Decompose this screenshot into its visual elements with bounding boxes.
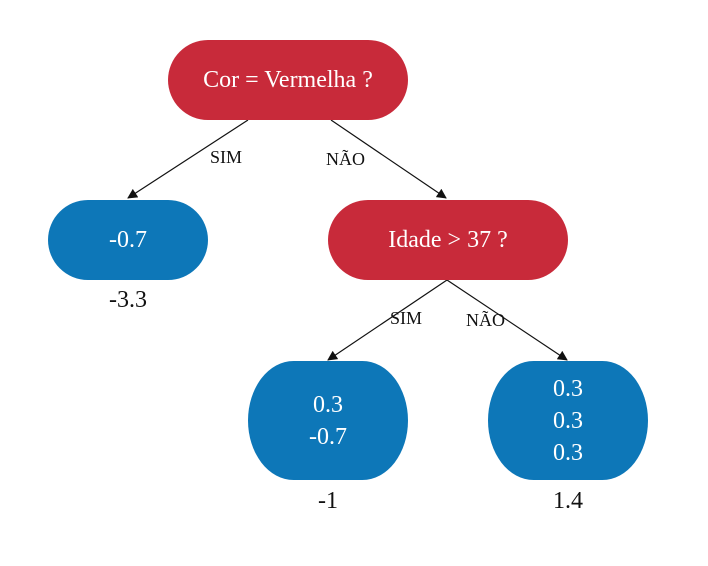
edge-right-node-to-middle-leaf <box>327 279 448 361</box>
root-yes-label: SIM <box>210 147 243 167</box>
right-leaf-value-2: 0.3 <box>553 407 583 434</box>
edge-root-to-right-node <box>330 119 447 199</box>
right-decision-node: Idade > 37 ? <box>328 200 568 280</box>
right-leaf-node: 0.3 0.3 0.3 <box>488 361 648 480</box>
root-question: Cor = Vermelha ? <box>203 66 373 93</box>
left-leaf-node: -0.7 <box>48 200 208 280</box>
right-node-no-label: NÃO <box>466 310 505 330</box>
edge-right-node-to-right-leaf <box>446 279 568 361</box>
right-node-question: Idade > 37 ? <box>388 226 508 253</box>
middle-leaf-value-2: -0.7 <box>309 423 347 450</box>
left-leaf-result: -3.3 <box>109 287 147 313</box>
root-no-label: NÃO <box>326 149 365 169</box>
root-decision-node: Cor = Vermelha ? <box>168 40 408 120</box>
left-leaf-value-1: -0.7 <box>109 227 147 253</box>
right-node-yes-label: SIM <box>390 308 423 328</box>
right-leaf-value-3: 0.3 <box>553 439 583 466</box>
middle-leaf-value-1: 0.3 <box>313 391 343 418</box>
right-leaf-result: 1.4 <box>553 488 583 514</box>
right-leaf-value-1: 0.3 <box>553 375 583 402</box>
middle-leaf-result: -1 <box>318 488 338 514</box>
middle-leaf-node: 0.3 -0.7 <box>248 361 408 480</box>
edge-root-to-left-leaf <box>127 119 249 199</box>
